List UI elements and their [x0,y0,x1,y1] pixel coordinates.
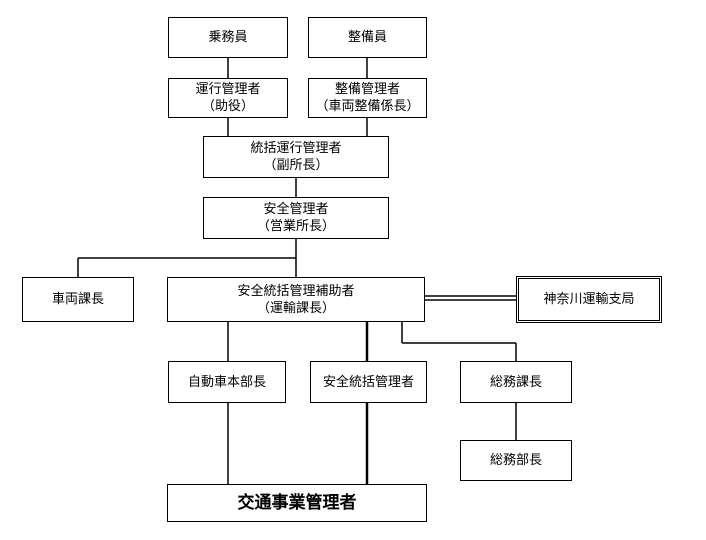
maintenance-manager-role: （車両整備係長） [315,99,420,114]
operations-manager-title: 運行管理者 [195,82,261,97]
transport-business-manager-box: 交通事業管理者 [167,484,427,522]
mechanic-label: 整備員 [347,30,387,45]
maintenance-manager-title: 整備管理者 [334,82,400,97]
general-operations-manager-box: 統括運行管理者 （副所長） [203,136,389,178]
transport-business-manager-label: 交通事業管理者 [237,492,357,513]
automotive-division-head-label: 自動車本部長 [187,374,266,390]
safety-supervisor-assistant-title: 安全統括管理補助者 [237,283,355,299]
general-operations-manager-title: 統括運行管理者 [250,141,342,156]
mechanic-box: 整備員 [308,17,427,58]
safety-supervisor-assistant-box: 安全統括管理補助者 （運輸課長） [167,277,425,322]
safety-manager-box: 安全管理者 （営業所長） [203,197,389,239]
chief-safety-officer-box: 安全統括管理者 [310,361,427,403]
vehicle-section-chief-label: 車両課長 [51,292,104,307]
safety-manager-role: （営業所長） [256,219,335,234]
crew-box: 乗務員 [168,17,288,58]
chief-safety-officer-label: 安全統括管理者 [322,374,414,390]
crew-label: 乗務員 [208,30,248,45]
operations-manager-role: （助役） [201,99,254,114]
general-affairs-division-head-box: 総務部長 [460,440,572,481]
safety-manager-title: 安全管理者 [263,202,329,217]
general-affairs-section-chief-box: 総務課長 [460,361,572,403]
safety-supervisor-assistant-role: （運輸課長） [256,300,335,316]
maintenance-manager-box: 整備管理者 （車両整備係長） [308,78,427,118]
general-operations-manager-role: （副所長） [263,158,329,173]
kanagawa-transport-bureau-box: 神奈川運輸支局 [516,276,662,323]
general-affairs-section-chief-label: 総務課長 [489,374,542,390]
general-affairs-division-head-label: 総務部長 [489,453,542,468]
vehicle-section-chief-box: 車両課長 [22,277,134,322]
kanagawa-transport-bureau-label: 神奈川運輸支局 [543,292,635,307]
operations-manager-box: 運行管理者 （助役） [168,78,288,118]
automotive-division-head-box: 自動車本部長 [168,361,286,403]
